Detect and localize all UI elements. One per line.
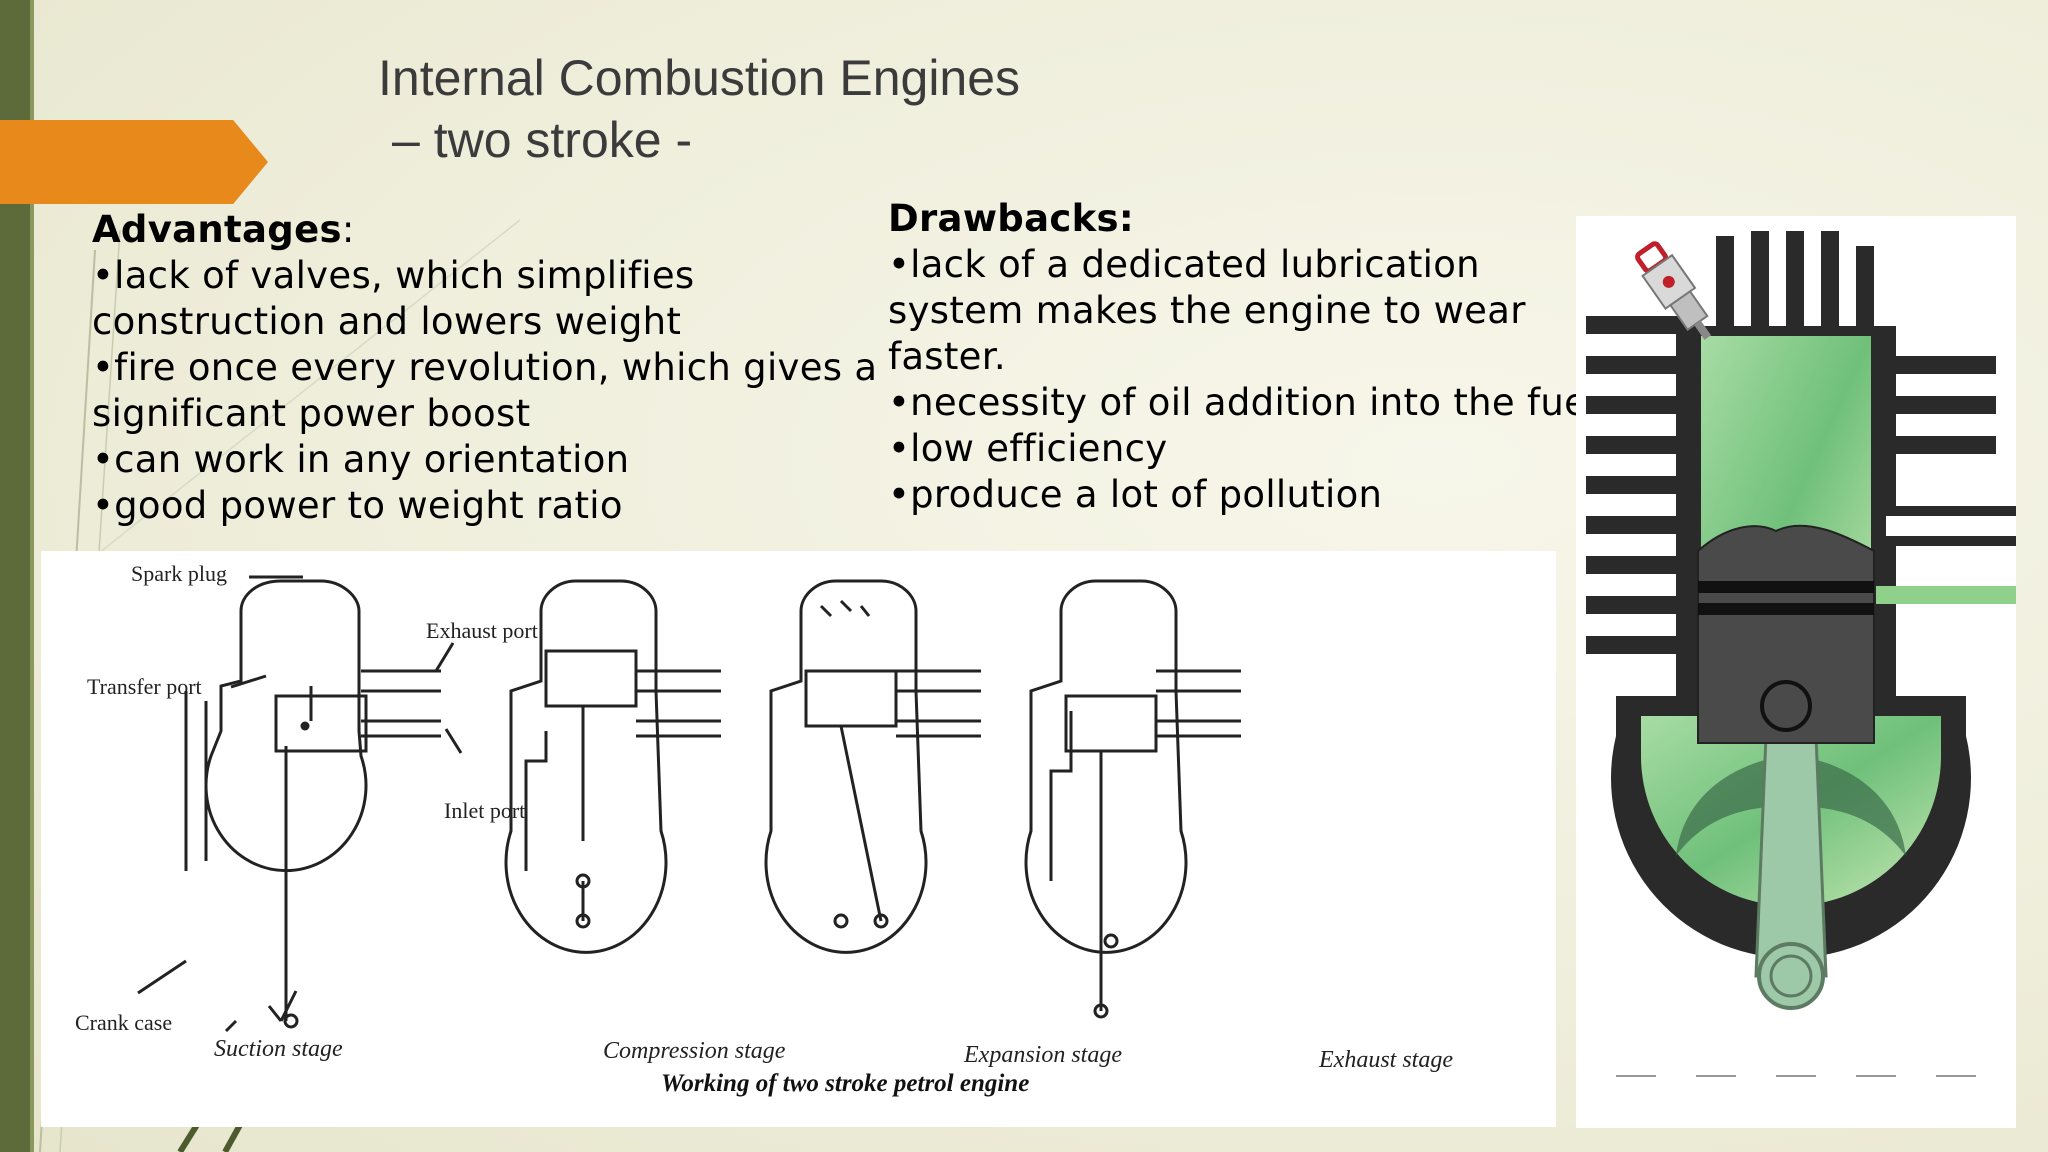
- drawback-line: •low efficiency: [888, 427, 1168, 470]
- two-stroke-diagram: Spark plug Exhaust port Transfer port In…: [75, 561, 1453, 1097]
- exhaust-port-opening: [1886, 516, 2016, 536]
- engine-figure-exhaust: [1024, 579, 1241, 1019]
- wrist-pin: [1760, 680, 1812, 732]
- label-exhaust-port: Exhaust port: [426, 618, 538, 643]
- engine-figure-suction: [184, 579, 441, 1033]
- engine-figure-expansion: [764, 579, 981, 954]
- crank-pin-inner: [1769, 954, 1813, 998]
- piston-ring: [1698, 581, 1874, 593]
- left-side-bar-highlight: [30, 0, 34, 1152]
- advantage-line: •lack of valves, which simplifies: [92, 254, 695, 297]
- label-spark-plug: Spark plug: [131, 561, 227, 586]
- engine-figure-compression: [504, 579, 721, 954]
- drawback-line: system makes the engine to wear: [888, 289, 1526, 332]
- advantage-line: construction and lowers weight: [92, 300, 682, 343]
- drawbacks-heading: Drawbacks:: [888, 197, 1134, 240]
- accent-arrow-shape: [0, 120, 268, 204]
- drawback-line: •necessity of oil addition into the fuel: [888, 381, 1598, 424]
- connecting-rod: [1754, 734, 1828, 978]
- stage-label-compression: Compression stage: [603, 1038, 786, 1064]
- engine-illustration: [1586, 231, 2016, 1077]
- label-crank-case: Crank case: [75, 1010, 172, 1035]
- advantages-heading: Advantages: [92, 208, 342, 251]
- drawbacks-block: Drawbacks: •lack of a dedicated lubricat…: [888, 196, 1598, 518]
- drawback-line: •lack of a dedicated lubrication: [888, 243, 1480, 286]
- inlet-port-shape: [1876, 586, 2016, 604]
- engine-illustration-panel: [1576, 216, 2016, 1128]
- advantage-line: •can work in any orientation: [92, 438, 630, 481]
- advantages-heading-colon: :: [341, 208, 355, 251]
- slide-title-line-2: – two stroke -: [392, 112, 693, 168]
- advantages-heading-row: Advantages:: [92, 207, 877, 253]
- advantage-line: •fire once every revolution, which gives…: [92, 346, 878, 389]
- drawback-line: •produce a lot of pollution: [888, 473, 1383, 516]
- diagram-caption: Working of two stroke petrol engine: [661, 1070, 1029, 1097]
- label-inlet-port: Inlet port: [444, 798, 525, 823]
- spark-plug-icon: [1635, 241, 1712, 340]
- crank-pin: [1757, 942, 1825, 1010]
- advantage-line: significant power boost: [92, 392, 531, 435]
- stage-label-expansion: Expansion stage: [963, 1042, 1122, 1068]
- advantage-line: •good power to weight ratio: [92, 484, 623, 527]
- advantages-block: Advantages: •lack of valves, which simpl…: [92, 207, 877, 529]
- piston-ring: [1698, 603, 1874, 615]
- stage-label-suction: Suction stage: [214, 1036, 343, 1062]
- stage-label-exhaust: Exhaust stage: [1318, 1047, 1453, 1073]
- slide-title-line-1: Internal Combustion Engines: [378, 50, 1021, 106]
- piston: [1697, 524, 1875, 744]
- cooling-fins: [1586, 231, 1996, 654]
- label-transfer-port: Transfer port: [87, 674, 202, 699]
- two-stroke-diagram-panel: Spark plug Exhaust port Transfer port In…: [41, 551, 1556, 1127]
- drawback-line: faster.: [888, 335, 1006, 378]
